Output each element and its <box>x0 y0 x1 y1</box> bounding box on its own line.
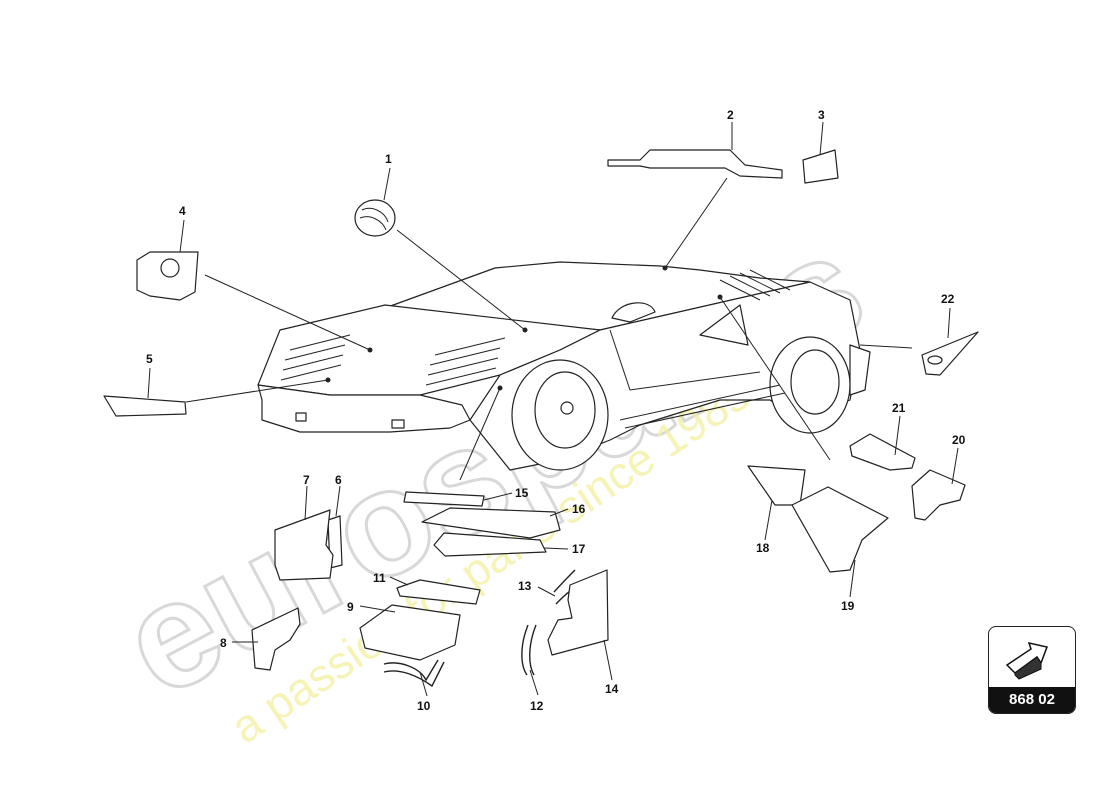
part-12 <box>521 624 537 676</box>
direction-arrow-icon <box>1005 641 1049 680</box>
page-reference-badge: 868 02 <box>988 626 1076 714</box>
part-17 <box>433 532 547 557</box>
part-3 <box>802 149 839 184</box>
callout-12: 12 <box>530 699 544 713</box>
callout-11: 11 <box>373 571 386 585</box>
part-8 <box>251 607 301 671</box>
callout-14: 14 <box>605 682 619 696</box>
callout-8: 8 <box>220 636 227 650</box>
callout-2: 2 <box>727 108 734 122</box>
callout-10: 10 <box>417 699 431 713</box>
callout-22: 22 <box>941 292 955 306</box>
callout-7: 7 <box>303 473 310 487</box>
part-4 <box>136 251 199 301</box>
leader-lines <box>147 121 959 697</box>
callout-16: 16 <box>572 502 586 516</box>
parts <box>103 149 979 688</box>
callout-21: 21 <box>892 401 906 415</box>
part-16 <box>421 507 561 539</box>
callout-15: 15 <box>515 486 529 500</box>
part-10 <box>383 659 445 688</box>
part-22 <box>921 331 979 376</box>
callout-18: 18 <box>756 541 770 555</box>
part-11 <box>396 579 481 605</box>
car-body <box>257 261 871 471</box>
callout-13: 13 <box>518 579 532 593</box>
part-1 <box>354 199 396 237</box>
part-14 <box>547 569 609 656</box>
part-19 <box>791 486 889 573</box>
part-20 <box>911 469 966 521</box>
callout-9: 9 <box>347 600 354 614</box>
callout-17: 17 <box>572 542 586 556</box>
callout-19: 19 <box>841 599 855 613</box>
part-18 <box>747 465 806 506</box>
callout-5: 5 <box>146 352 153 366</box>
part-15 <box>403 491 485 507</box>
callout-20: 20 <box>952 433 966 447</box>
part-9 <box>359 604 461 661</box>
part-7 <box>274 509 334 581</box>
callout-3: 3 <box>818 108 825 122</box>
callout-4: 4 <box>179 204 186 218</box>
page-code: 868 02 <box>989 687 1075 713</box>
callouts: 1 2 3 4 5 6 7 8 9 10 11 12 13 14 15 16 1… <box>146 108 966 713</box>
callout-1: 1 <box>385 152 392 166</box>
part-2 <box>607 149 783 179</box>
callout-6: 6 <box>335 473 342 487</box>
part-5 <box>103 395 187 417</box>
part-21 <box>849 433 916 471</box>
